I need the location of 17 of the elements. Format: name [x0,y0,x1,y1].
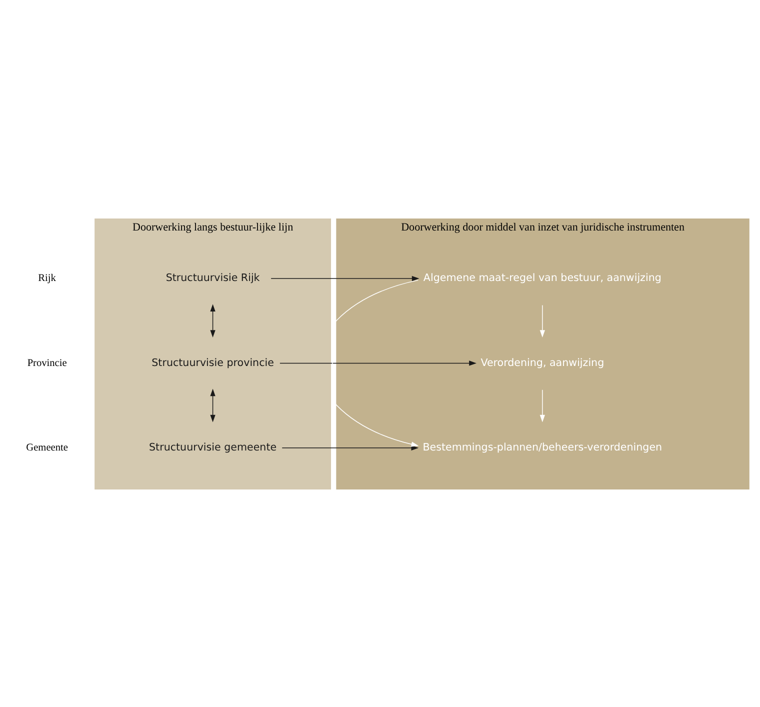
node-text: Verordening, aanwijzing [480,356,604,368]
node-text: Structuurvisie Rijk [166,272,260,284]
arrow [332,279,419,446]
arrow [540,304,545,338]
arrow [540,389,545,422]
arrow [270,275,420,281]
arrow [210,388,216,422]
arrow [280,360,476,366]
node-text: Bestemmings-plannen/beheers-verordeningen [422,441,662,454]
label: Provincie [27,357,67,368]
arrow [282,444,419,450]
arrow [210,304,216,338]
label: Rijk [38,272,56,284]
label: Gemeente [26,442,68,454]
node-text: Structuurvisie provincie [152,356,274,368]
node-text: Algemene maat-regel van bestuur, aanwijzing [423,272,662,284]
node-text: Structuurvisie gemeente [149,441,277,454]
